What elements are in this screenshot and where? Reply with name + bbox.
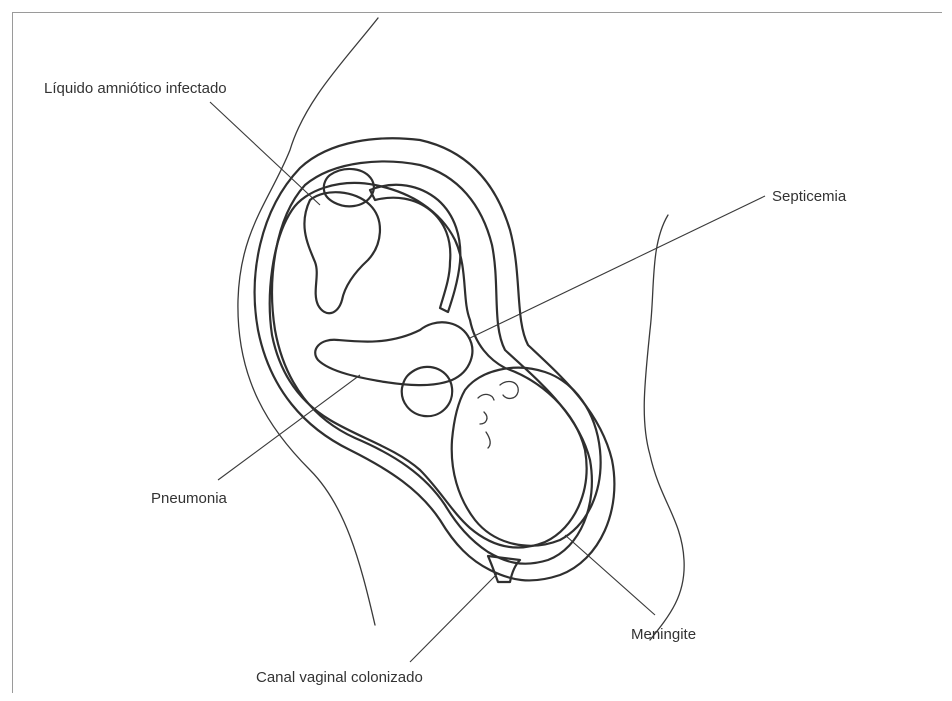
fetus-eye: [478, 394, 494, 400]
leader-pneumonia: [218, 375, 360, 480]
fetus-head: [452, 368, 601, 546]
fetus-mouth: [486, 432, 490, 448]
fetus-nose: [480, 412, 487, 424]
label-pneumonia: Pneumonia: [151, 490, 228, 507]
fetus-foot: [324, 169, 374, 206]
fetus-body: [270, 183, 587, 548]
leader-canal: [410, 574, 497, 662]
maternal-back-outline: [238, 18, 378, 625]
leader-meningite: [565, 535, 655, 615]
fetus-arm: [315, 322, 472, 385]
label-septicemia: Septicemia: [772, 188, 847, 205]
fetus-ear: [500, 381, 518, 398]
label-canal: Canal vaginal colonizado: [256, 669, 423, 686]
leader-septicemia: [470, 196, 765, 338]
label-meningite: Meningite: [631, 626, 696, 643]
umbilical-cord: [370, 185, 460, 312]
label-amniotic: Líquido amniótico infectado: [44, 80, 227, 97]
fetus-leg: [304, 192, 380, 313]
maternal-abdomen-outline: [644, 215, 684, 640]
fetus-hand: [402, 367, 452, 416]
